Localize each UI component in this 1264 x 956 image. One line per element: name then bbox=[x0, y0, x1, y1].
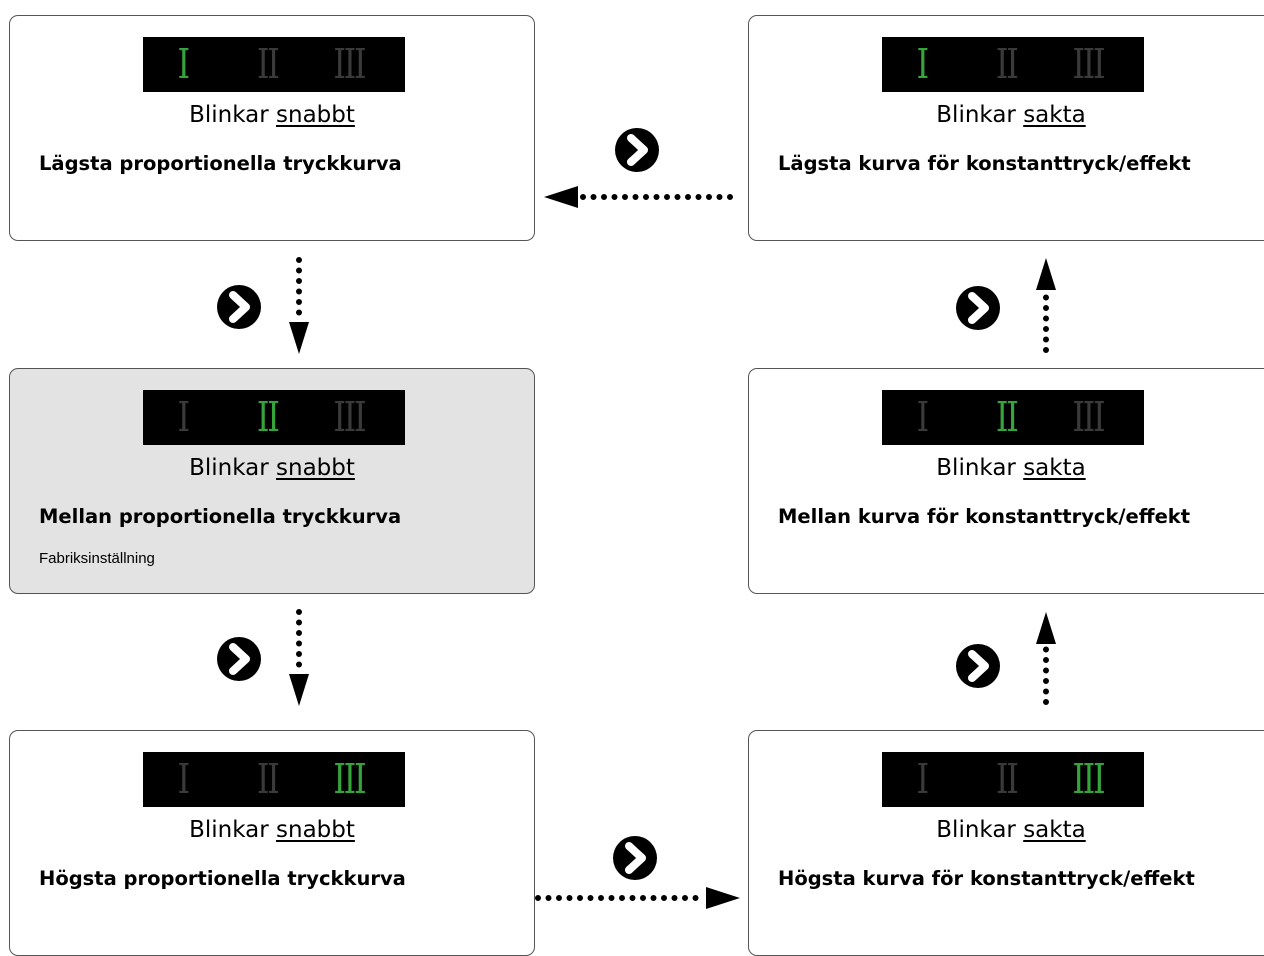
blink-status: Blinkar snabbt bbox=[10, 453, 534, 483]
numeral-3: III bbox=[333, 40, 366, 88]
blink-speed: sakta bbox=[1023, 455, 1086, 481]
numeral-2: II bbox=[995, 40, 1019, 88]
chevron-right-circle-icon bbox=[615, 128, 659, 172]
card-title: Högsta proportionella tryckkurva bbox=[39, 867, 406, 890]
numeral-1: I bbox=[916, 40, 929, 88]
blink-status: Blinkar snabbt bbox=[10, 100, 534, 130]
blink-status: Blinkar sakta bbox=[749, 100, 1264, 130]
blink-label: Blinkar bbox=[936, 455, 1016, 481]
blink-label: Blinkar bbox=[936, 817, 1016, 843]
arrow-left bbox=[544, 186, 733, 208]
blink-label: Blinkar bbox=[189, 455, 269, 481]
numeral-3: III bbox=[1072, 40, 1105, 88]
chevron-right-circle-icon bbox=[217, 637, 261, 681]
led-display: I II III bbox=[143, 390, 405, 445]
led-display: I II III bbox=[143, 37, 405, 92]
numeral-3: III bbox=[1072, 393, 1105, 441]
numeral-2: II bbox=[256, 40, 280, 88]
led-display: I II III bbox=[882, 37, 1144, 92]
card-low-constant: I II III Blinkar sakta Lägsta kurva för … bbox=[748, 15, 1264, 241]
numeral-1: I bbox=[177, 755, 190, 803]
chevron-right-circle-icon bbox=[613, 836, 657, 880]
blink-speed: sakta bbox=[1023, 817, 1086, 843]
blink-label: Blinkar bbox=[936, 102, 1016, 128]
blink-speed: snabbt bbox=[276, 817, 355, 843]
led-display: I II III bbox=[882, 752, 1144, 807]
chevron-right-circle-icon bbox=[956, 644, 1000, 688]
arrow-down-1 bbox=[289, 257, 309, 354]
card-title: Lägsta proportionella tryckkurva bbox=[39, 152, 402, 175]
card-title: Högsta kurva för konstanttryck/effekt bbox=[778, 867, 1195, 890]
card-title: Lägsta kurva för konstanttryck/effekt bbox=[778, 152, 1191, 175]
led-display: I II III bbox=[143, 752, 405, 807]
numeral-2: II bbox=[995, 755, 1019, 803]
card-mid-constant: I II III Blinkar sakta Mellan kurva för … bbox=[748, 368, 1264, 594]
numeral-2: II bbox=[256, 755, 280, 803]
numeral-1: I bbox=[916, 755, 929, 803]
card-high-constant: I II III Blinkar sakta Högsta kurva för … bbox=[748, 730, 1264, 956]
chevron-right-circle-icon bbox=[217, 285, 261, 329]
factory-setting-note: Fabriksinställning bbox=[39, 550, 155, 567]
numeral-1: I bbox=[177, 40, 190, 88]
arrow-up-1 bbox=[1036, 612, 1056, 705]
blink-status: Blinkar sakta bbox=[749, 815, 1264, 845]
numeral-2: II bbox=[995, 393, 1019, 441]
led-display: I II III bbox=[882, 390, 1144, 445]
chevron-right-circle-icon bbox=[956, 286, 1000, 330]
blink-speed: snabbt bbox=[276, 102, 355, 128]
card-title: Mellan proportionella tryckkurva bbox=[39, 505, 402, 528]
card-low-proportional: I II III Blinkar snabbt Lägsta proportio… bbox=[9, 15, 535, 241]
numeral-1: I bbox=[916, 393, 929, 441]
blink-speed: snabbt bbox=[276, 455, 355, 481]
blink-speed: sakta bbox=[1023, 102, 1086, 128]
arrow-down-2 bbox=[289, 609, 309, 706]
card-mid-proportional: I II III Blinkar snabbt Mellan proportio… bbox=[9, 368, 535, 594]
card-title: Mellan kurva för konstanttryck/effekt bbox=[778, 505, 1191, 528]
card-high-proportional: I II III Blinkar snabbt Högsta proportio… bbox=[9, 730, 535, 956]
numeral-3: III bbox=[1072, 755, 1105, 803]
numeral-2: II bbox=[256, 393, 280, 441]
numeral-1: I bbox=[177, 393, 190, 441]
numeral-3: III bbox=[333, 755, 366, 803]
blink-status: Blinkar sakta bbox=[749, 453, 1264, 483]
arrow-right bbox=[535, 887, 740, 909]
blink-label: Blinkar bbox=[189, 817, 269, 843]
numeral-3: III bbox=[333, 393, 366, 441]
blink-label: Blinkar bbox=[189, 102, 269, 128]
arrow-up-2 bbox=[1036, 258, 1056, 353]
blink-status: Blinkar snabbt bbox=[10, 815, 534, 845]
